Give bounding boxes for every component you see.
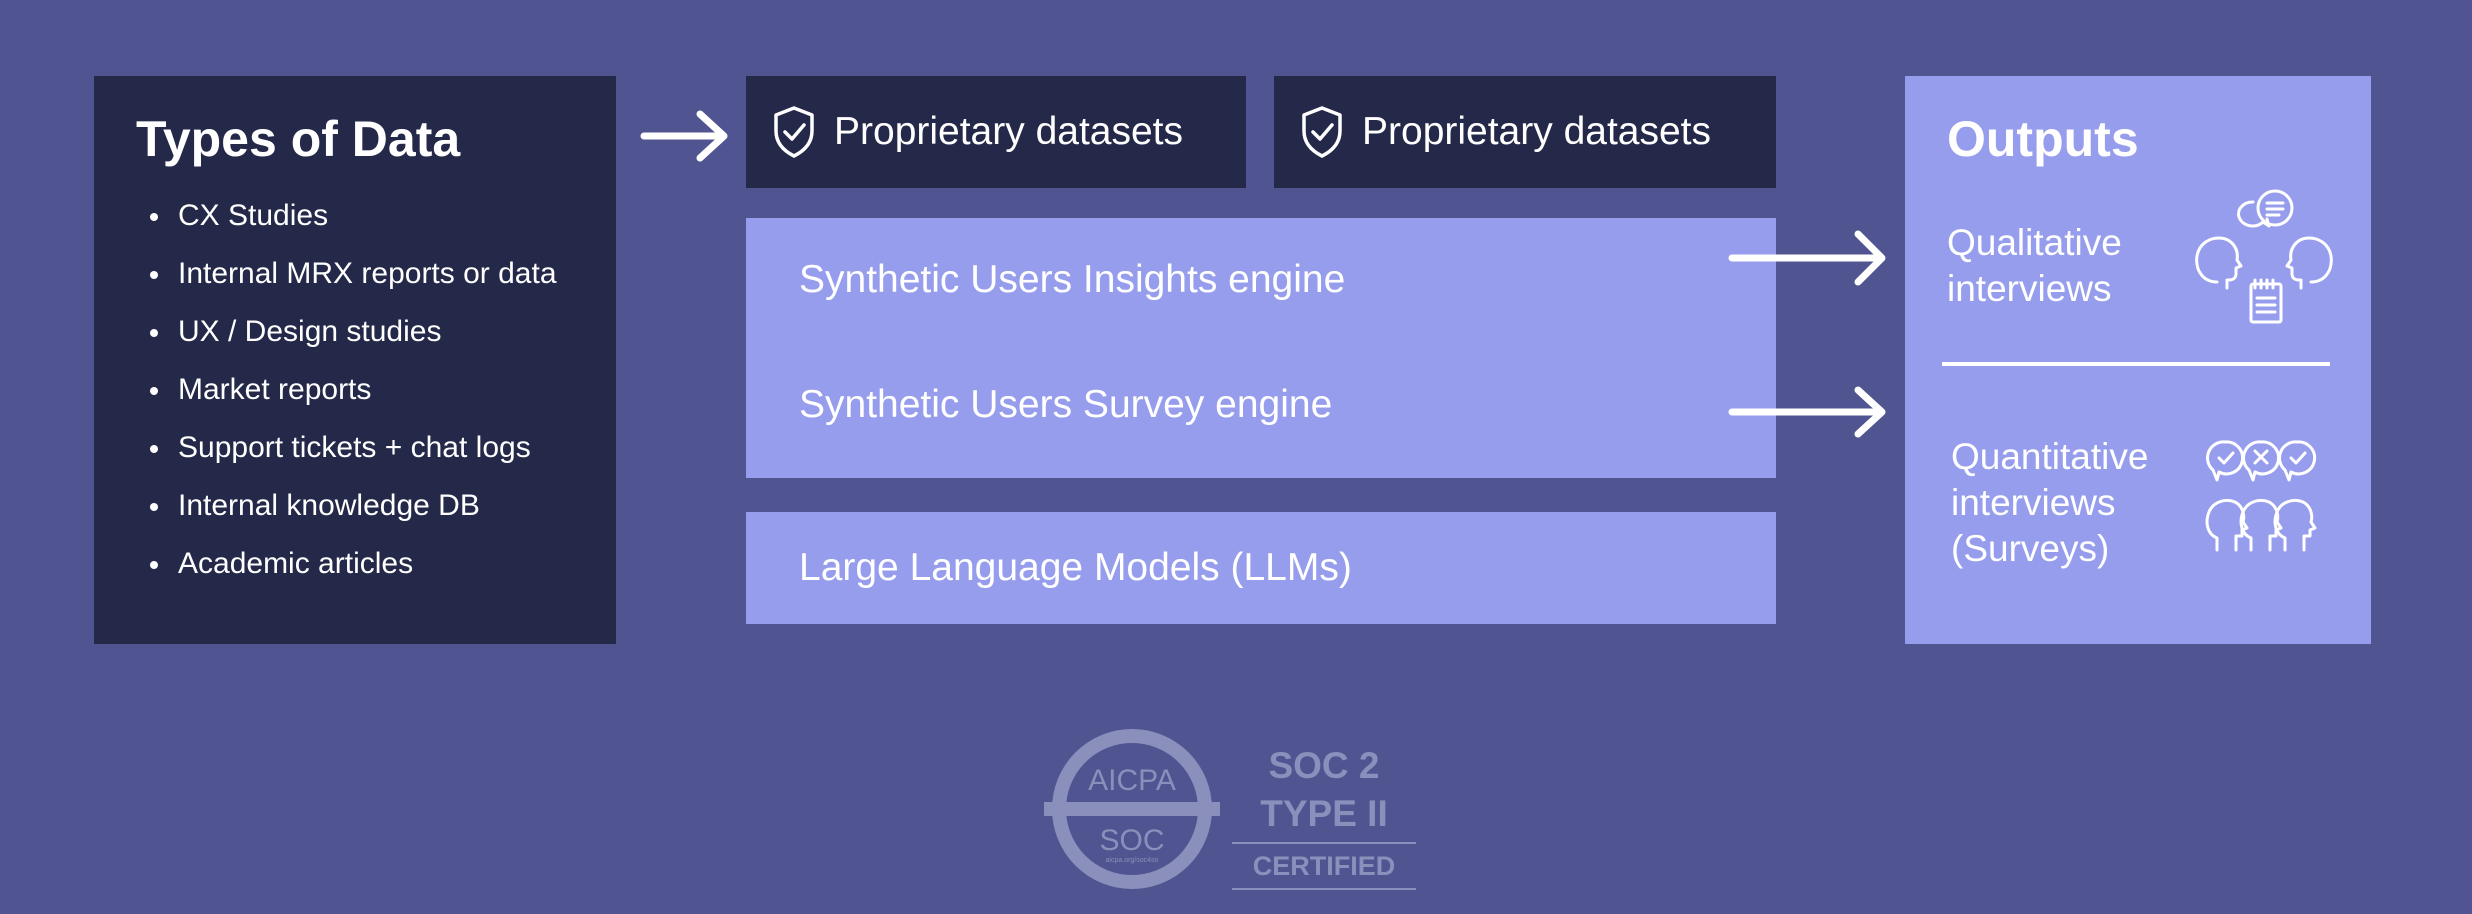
list-item: Internal MRX reports or data [136,245,616,303]
llm-box: Large Language Models (LLMs) [746,512,1776,624]
shield-check-icon [1302,106,1342,158]
quantitative-interviews-label: Quantitative interviews (Surveys) [1951,436,2149,569]
arrow-right-icon [1728,386,1886,438]
engines-panel: Synthetic Users Insights engine Syntheti… [746,218,1776,478]
types-of-data-list: CX Studies Internal MRX reports or data … [136,187,616,593]
survey-group-icon [2205,440,2317,552]
qualitative-interviews-label: Qualitative interviews [1947,222,2122,309]
proprietary-datasets-box: Proprietary datasets [1274,76,1776,188]
survey-engine-label: Synthetic Users Survey engine [799,383,1333,426]
types-of-data-title: Types of Data [136,111,461,167]
outputs-panel: Outputs Qualitative interviews Quantitat… [1905,76,2371,644]
arrow-right-icon [1728,230,1886,286]
seal-small-text: aicpa.org/soc4so [1106,857,1159,864]
seal-bottom-text: SOC [1099,824,1164,857]
list-item: Support tickets + chat logs [136,419,616,477]
soc-certified: CERTIFIED [1232,842,1416,890]
soc-line2: TYPE II [1260,793,1388,834]
shield-check-icon [774,106,814,158]
list-item: Market reports [136,361,616,419]
list-item: CX Studies [136,187,616,245]
list-item: Academic articles [136,535,616,593]
proprietary-datasets-box: Proprietary datasets [746,76,1246,188]
seal-top-text: AICPA [1088,764,1176,797]
arrow-right-icon [640,110,728,162]
insights-engine-label: Synthetic Users Insights engine [799,258,1346,301]
list-item: Internal knowledge DB [136,477,616,535]
proprietary-datasets-label: Proprietary datasets [1362,110,1712,153]
list-item: UX / Design studies [136,303,616,361]
aicpa-soc-seal-logo: AICPA SOC aicpa.org/soc4so [1044,729,1220,889]
soc2-certification: SOC 2 TYPE II CERTIFIED [1232,742,1416,890]
types-of-data-panel: Types of Data CX Studies Internal MRX re… [94,76,616,644]
outputs-divider [1942,362,2330,366]
outputs-title: Outputs [1947,111,2139,167]
interview-conversation-icon [2195,189,2333,324]
llm-label: Large Language Models (LLMs) [799,546,1352,589]
soc-line1: SOC 2 [1268,745,1380,786]
proprietary-datasets-label: Proprietary datasets [834,110,1184,153]
